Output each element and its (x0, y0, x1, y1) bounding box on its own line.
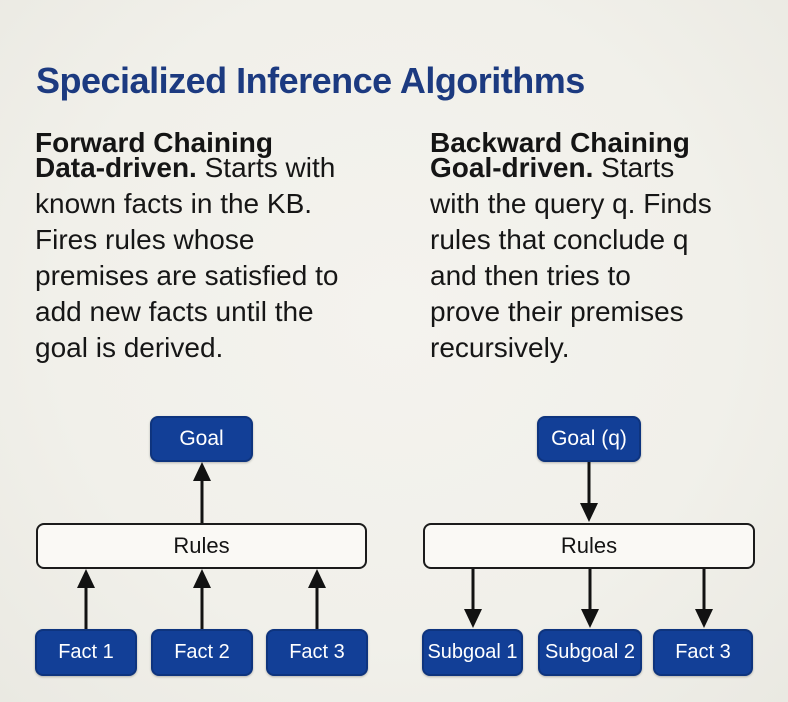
backward-chaining-description: Goal-driven. Starts with the query q. Fi… (430, 150, 782, 366)
backward-chaining-body-text: Starts with the query q. Finds rules tha… (430, 152, 712, 363)
forward-chaining-body-text: Starts with known facts in the KB. Fires… (35, 152, 339, 363)
forward-fact2-box: Fact 2 (151, 629, 253, 676)
arrow-goal-to-rules-down-icon (580, 462, 598, 522)
backward-chaining-lead: Goal-driven. (430, 152, 594, 183)
page-title: Specialized Inference Algorithms (36, 60, 585, 102)
backward-subgoal1-box: Subgoal 1 (422, 629, 523, 676)
backward-fact3-box: Fact 3 (653, 629, 753, 676)
forward-chaining-heading: Forward Chaining (35, 127, 273, 159)
arrow-rules-to-subgoal1-down-icon (464, 569, 482, 628)
arrow-fact3-to-rules-up-icon (308, 569, 326, 629)
forward-fact1-box: Fact 1 (35, 629, 137, 676)
backward-rules-box: Rules (423, 523, 755, 569)
forward-fact3-box: Fact 3 (266, 629, 368, 676)
arrow-rules-to-subgoal2-down-icon (581, 569, 599, 628)
arrow-fact1-to-rules-up-icon (77, 569, 95, 629)
backward-goal-box: Goal (q) (537, 416, 641, 462)
forward-chaining-lead: Data-driven. (35, 152, 197, 183)
arrow-rules-to-goal-up-icon (193, 462, 211, 523)
backward-chaining-heading: Backward Chaining (430, 127, 690, 159)
backward-subgoal2-box: Subgoal 2 (538, 629, 642, 676)
arrow-fact2-to-rules-up-icon (193, 569, 211, 629)
forward-goal-box: Goal (150, 416, 253, 462)
forward-chaining-description: Data-driven. Starts with known facts in … (35, 150, 417, 366)
arrow-rules-to-fact3-down-icon (695, 569, 713, 628)
forward-rules-box: Rules (36, 523, 367, 569)
